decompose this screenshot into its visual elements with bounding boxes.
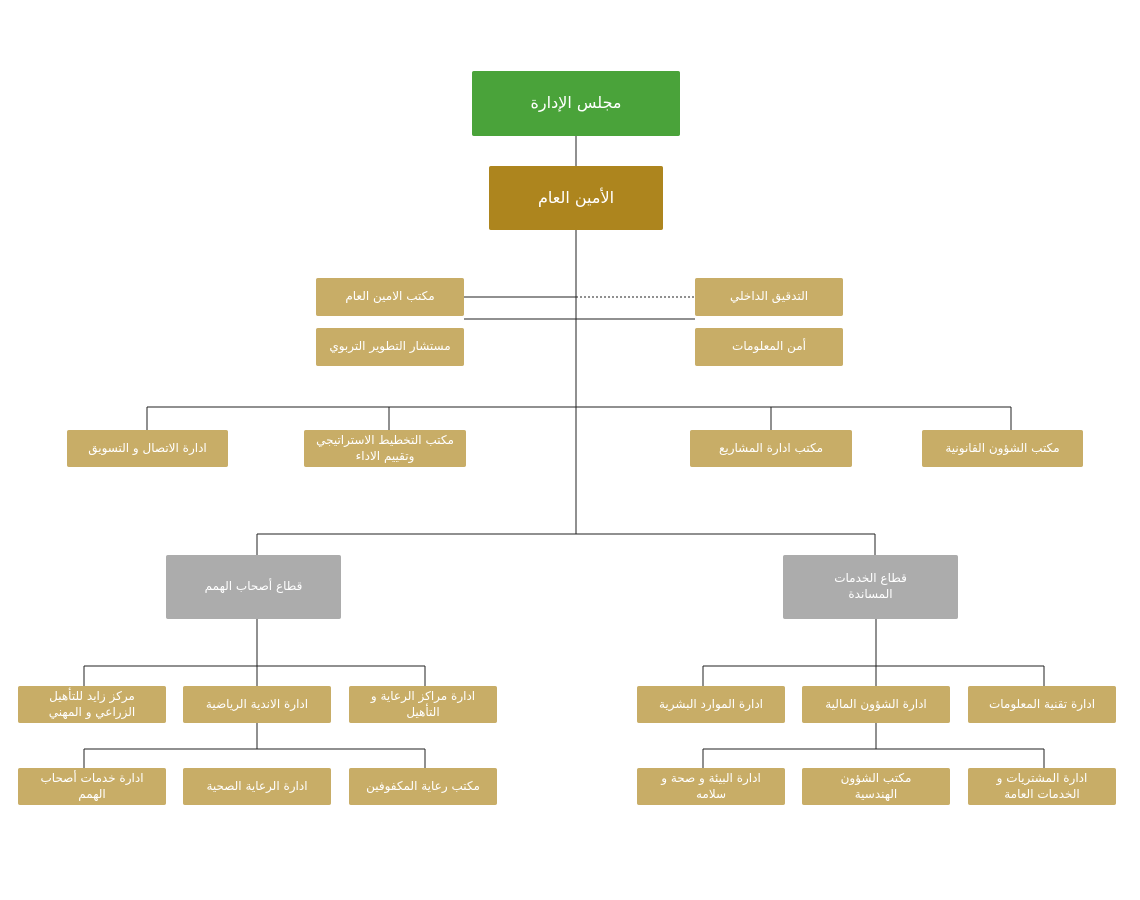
- info-security-box: أمن المعلومات: [695, 328, 843, 366]
- sector-support-box: قطاع الخدمات المساندة: [783, 555, 958, 619]
- health-care-box: ادارة الرعاية الصحية: [183, 768, 331, 805]
- zayed-center-box: مركز زايد للتأهيل الزراعي و المهني: [18, 686, 166, 723]
- care-centers-box: ادارة مراكز الرعاية و التأهيل: [349, 686, 497, 723]
- finance-box: ادارة الشؤون المالية: [802, 686, 950, 723]
- procurement-box: ادارة المشتريات و الخدمات العامة: [968, 768, 1116, 805]
- strategic-planning-box: مكتب التخطيط الاستراتيجي وتقييم الاداء: [304, 430, 466, 467]
- blind-care-box: مكتب رعاية المكفوفين: [349, 768, 497, 805]
- secretary-general-box: الأمين العام: [489, 166, 663, 230]
- comm-marketing-box: ادارة الاتصال و التسويق: [67, 430, 228, 467]
- sports-clubs-box: ادارة الاندية الرياضية: [183, 686, 331, 723]
- hr-box: ادارة الموارد البشرية: [637, 686, 785, 723]
- sector-determination-box: قطاع أصحاب الهمم: [166, 555, 341, 619]
- projects-office-box: مكتب ادارة المشاريع: [690, 430, 852, 467]
- board-box: مجلس الإدارة: [472, 71, 680, 136]
- internal-audit-box: التدقيق الداخلي: [695, 278, 843, 316]
- engineering-box: مكتب الشؤون الهندسية: [802, 768, 950, 805]
- determination-services-box: ادارة خدمات أصحاب الهمم: [18, 768, 166, 805]
- legal-office-box: مكتب الشؤون القانونية: [922, 430, 1083, 467]
- edu-advisor-box: مستشار التطوير التربوي: [316, 328, 464, 366]
- it-box: ادارة تقنية المعلومات: [968, 686, 1116, 723]
- environment-safety-box: ادارة البيئة و صحة و سلامه: [637, 768, 785, 805]
- sg-office-box: مكتب الامين العام: [316, 278, 464, 316]
